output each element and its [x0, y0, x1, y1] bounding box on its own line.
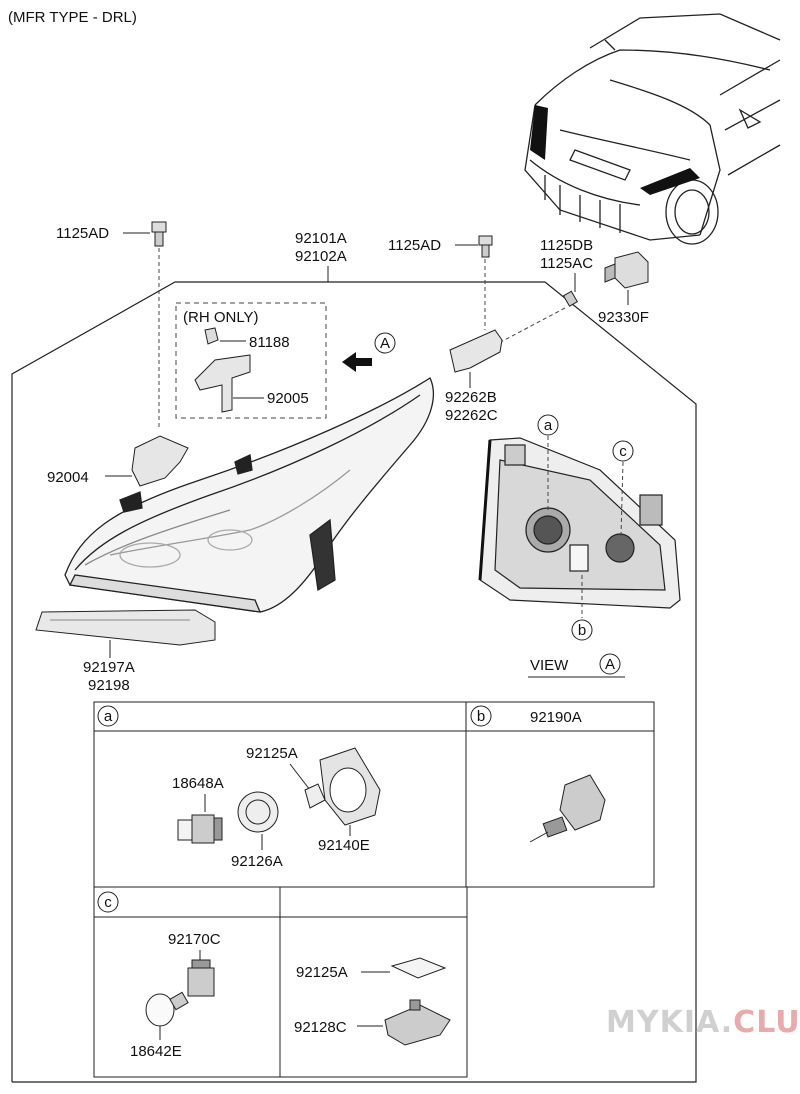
connector-icon — [604, 251, 649, 289]
arrow-callout-circle — [374, 332, 396, 354]
assembly-frame — [11, 281, 697, 1083]
dashed-leader — [494, 307, 566, 346]
bracket-rh-icon — [194, 354, 251, 413]
headlamp-rear-view-illustration — [478, 437, 681, 609]
bolt-right-icon — [478, 235, 493, 258]
panel-c-bracket-label: 92128C — [294, 1019, 347, 1036]
bulb-icon — [177, 814, 223, 844]
panel-a-ring-label: 92126A — [231, 853, 283, 870]
label-bolt-right: 1125AD — [388, 237, 441, 254]
label-connector: 92330F — [598, 309, 649, 326]
label-assy-top: 92101A — [295, 230, 347, 247]
callout-circle-c — [612, 440, 634, 462]
label-bracket-left: 92004 — [47, 469, 89, 486]
gasket-icon — [390, 957, 447, 979]
panel-a-bulb-label: 18648A — [172, 775, 224, 792]
rh-only-box — [175, 302, 327, 419]
view-callout-letter: A — [605, 656, 615, 673]
leader-line — [289, 763, 311, 791]
parts-panels — [93, 701, 655, 1078]
car-illustration — [524, 13, 781, 245]
panel-c-cap-label: 92125A — [296, 964, 348, 981]
bracket-left-icon — [131, 435, 189, 487]
arrow-callout-letter: A — [380, 335, 390, 352]
dashed-leader — [620, 461, 624, 537]
panel-c-letter: c — [104, 894, 112, 911]
view-arrow-icon — [342, 352, 372, 372]
panel-a-housing-label: 92140E — [318, 837, 370, 854]
label-screw-top: 1125DB — [540, 237, 593, 254]
bracket-right-icon — [449, 329, 503, 373]
panel-b-circle — [470, 705, 492, 727]
clip-icon — [204, 327, 219, 345]
label-clip: 81188 — [249, 334, 290, 351]
view-callout-circle — [599, 653, 621, 675]
label-rh-only: (RH ONLY) — [183, 309, 259, 326]
label-bracket-rh: 92005 — [267, 390, 309, 407]
panel-b-letter: b — [477, 708, 485, 725]
housing-icon — [319, 747, 381, 826]
panel-c-socket-label: 92170C — [168, 931, 221, 948]
watermark-part1: MYKIA. — [606, 1005, 733, 1040]
panel-c-circle — [97, 891, 119, 913]
panel-c-bulb-label: 18642E — [130, 1043, 182, 1060]
diagram-title: (MFR TYPE - DRL) — [8, 9, 137, 26]
panel-a-cap-label: 92125A — [246, 745, 298, 762]
trim-strip-illustration — [35, 609, 216, 646]
panel-a-letter: a — [104, 708, 113, 725]
watermark-part2: CLUB — [733, 1005, 800, 1040]
panel-a-circle — [97, 705, 119, 727]
watermark: MYKIA.CLUB — [606, 1005, 800, 1040]
car-headlight-highlight — [530, 105, 548, 160]
screw-icon — [562, 290, 579, 307]
label-trim-bottom: 92198 — [88, 677, 130, 694]
headlamp-assembly-illustration — [64, 377, 434, 613]
socket-icon — [187, 959, 215, 997]
callout-circle-a — [537, 414, 559, 436]
label-bracket-top: 92262B — [445, 389, 497, 406]
small-bulb-icon — [145, 991, 189, 1027]
callout-circle-b — [571, 619, 593, 641]
car-headlight-highlight-right — [640, 168, 700, 195]
callout-letter-b: b — [578, 622, 586, 639]
bolt-left-icon — [151, 221, 167, 247]
ring-icon — [237, 791, 279, 833]
label-assy-bottom: 92102A — [295, 248, 347, 265]
callout-letter-a: a — [544, 417, 553, 434]
led-module-icon — [529, 774, 606, 843]
bracket-small-icon — [384, 999, 451, 1046]
panel-b-part-label: 92190A — [530, 709, 582, 726]
label-trim-top: 92197A — [83, 659, 135, 676]
label-screw-bottom: 1125AC — [540, 255, 593, 272]
view-label: VIEW — [530, 657, 569, 674]
callout-letter-c: c — [619, 443, 627, 460]
label-bolt-left: 1125AD — [56, 225, 109, 242]
label-bracket-bottom: 92262C — [445, 407, 498, 424]
